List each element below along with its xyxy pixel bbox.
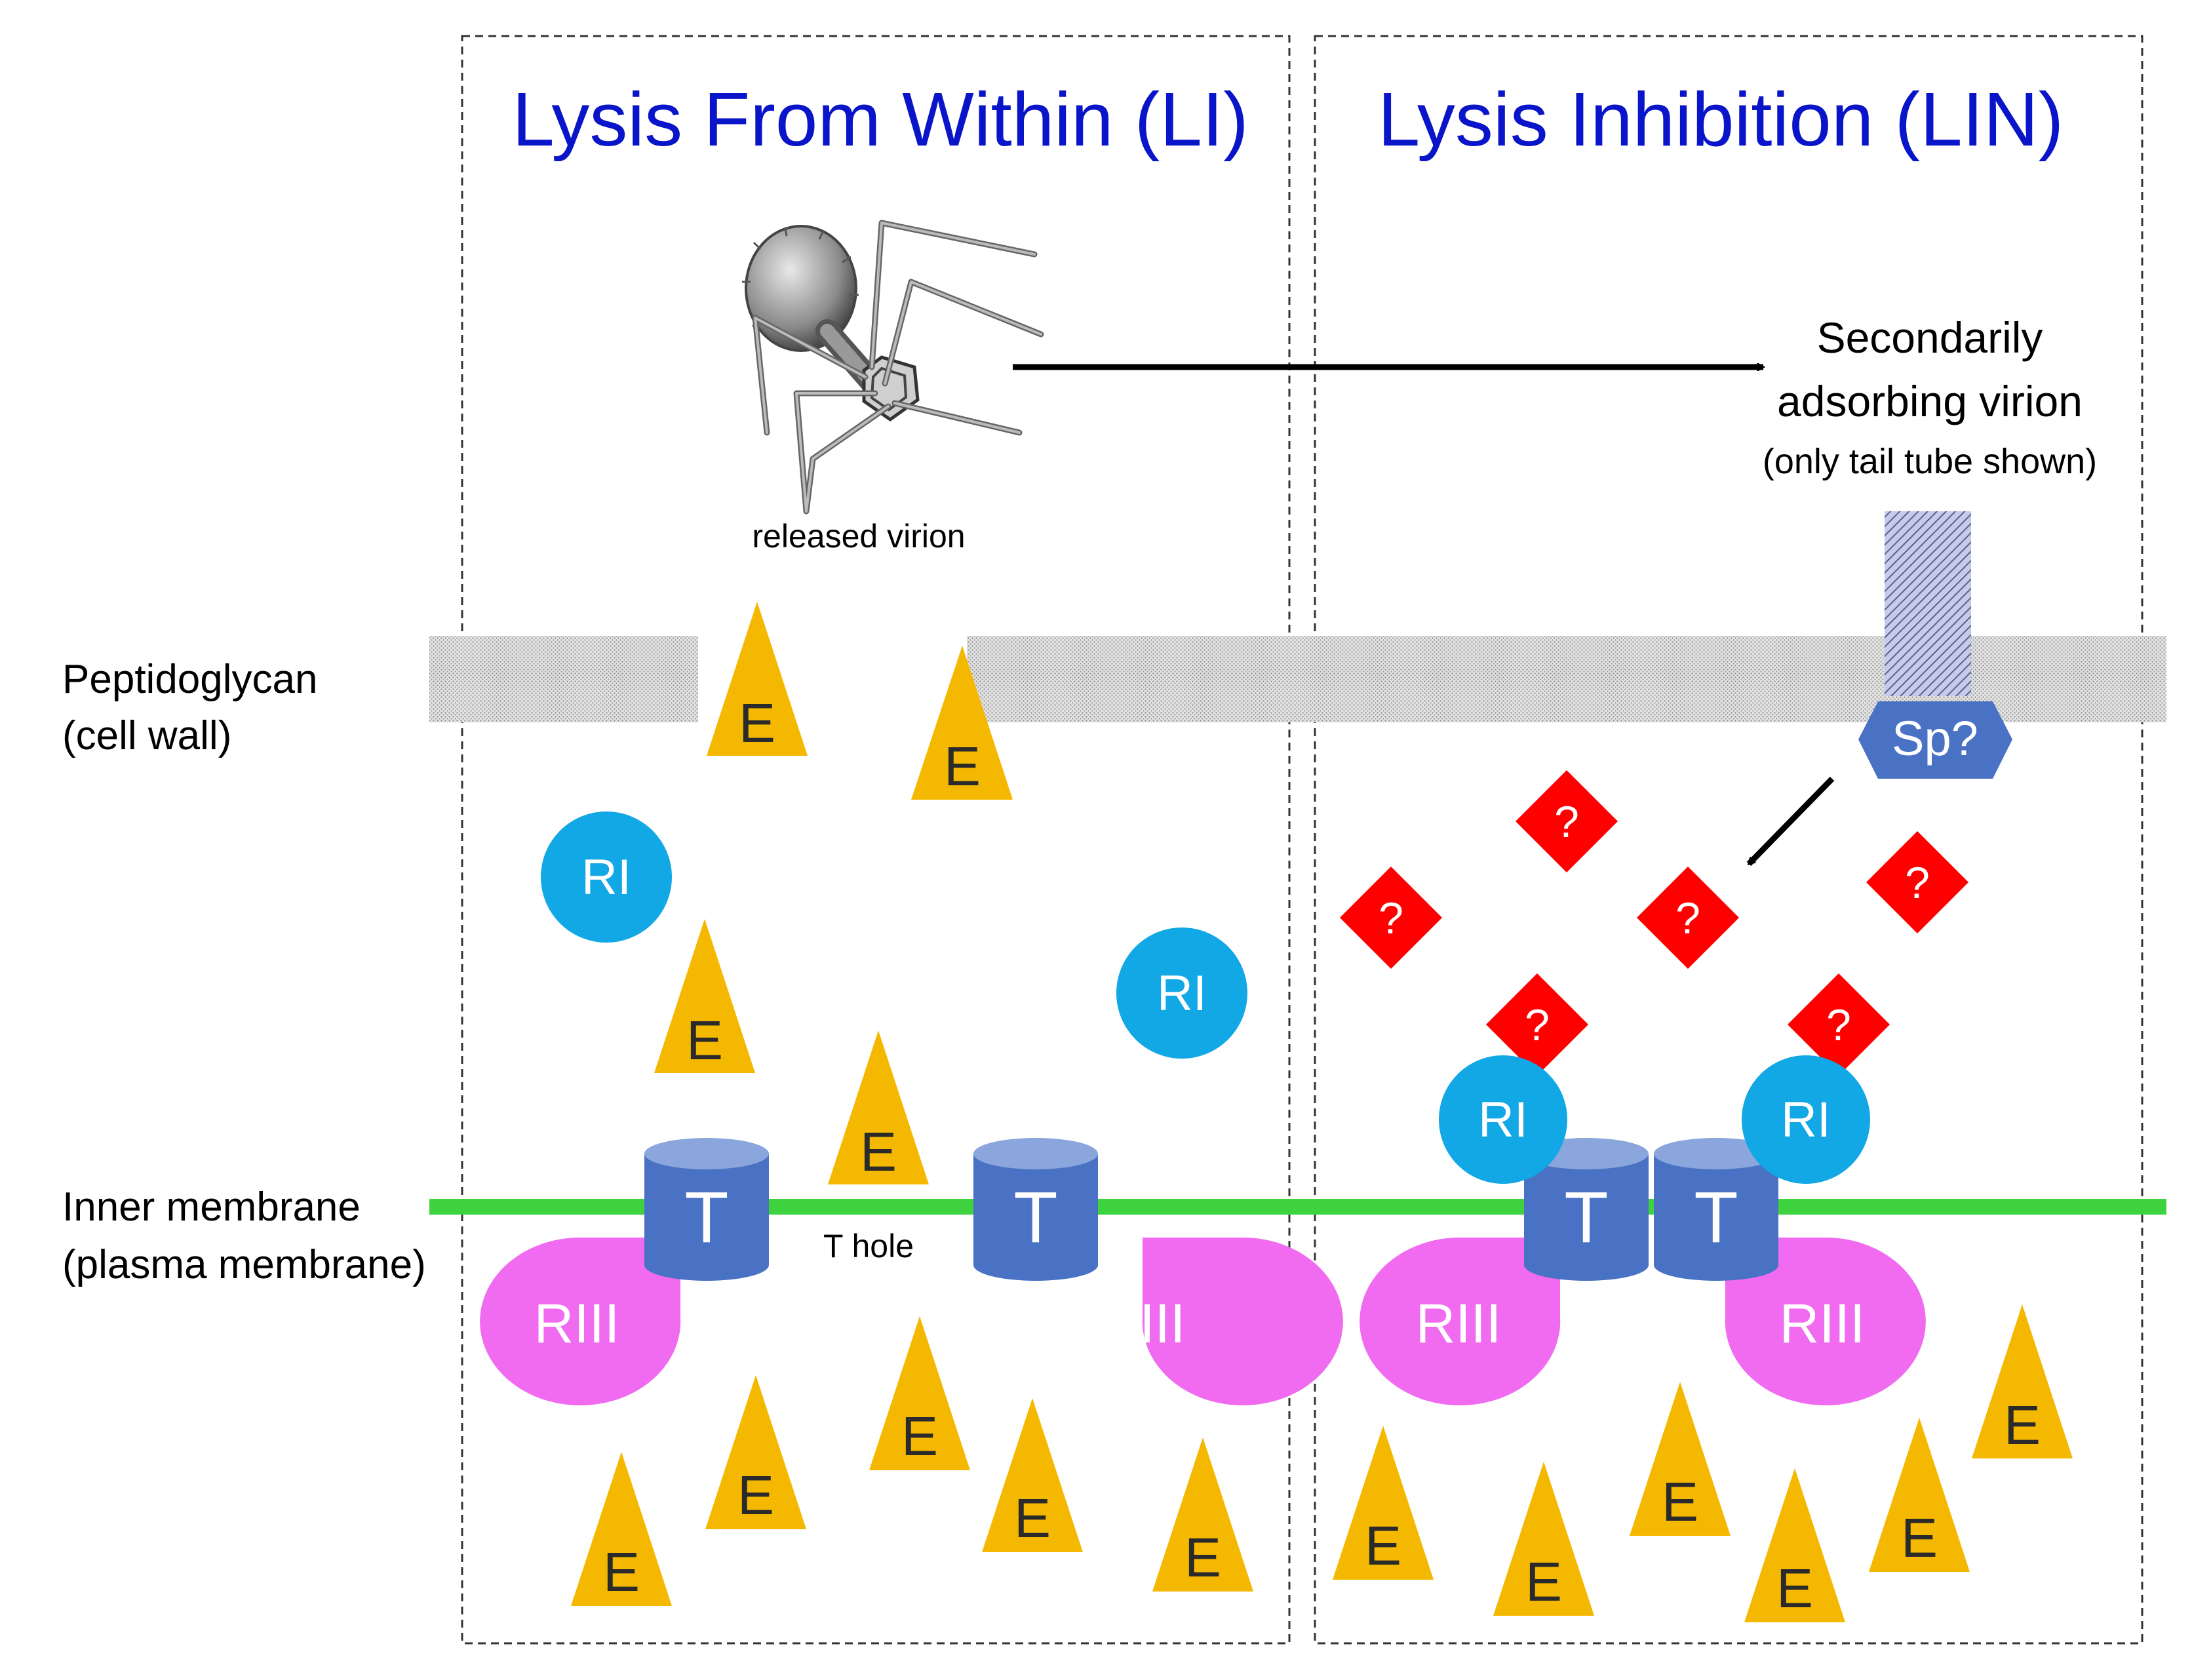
holin-label: T	[1013, 1177, 1057, 1258]
right-panel-title: Lysis Inhibition (LIN)	[1378, 77, 2064, 162]
endolysin-right-1: E	[1972, 1304, 2073, 1458]
endolysin-label: E	[739, 692, 775, 754]
holin-label: T	[1564, 1177, 1608, 1258]
endolysin-label: E	[1184, 1527, 1221, 1588]
endolysin-label: E	[1014, 1487, 1051, 1549]
unknown-signal-4: ?	[1866, 831, 1968, 933]
endolysin-label: E	[1662, 1471, 1698, 1533]
endolysin-left-7: E	[982, 1398, 1083, 1552]
riii-antiholin-left-1: RIII	[480, 1238, 681, 1405]
unknown-signal-5: ?	[1486, 973, 1588, 1076]
endolysin-left-2: E	[911, 646, 1013, 800]
riii-label: RIII	[1100, 1293, 1186, 1354]
holin-label: T	[1694, 1177, 1738, 1258]
riii-antiholin-right-1: RIII	[1360, 1238, 1561, 1405]
endolysin-left-9: E	[1152, 1437, 1253, 1592]
endolysin-label: E	[1901, 1507, 1938, 1569]
endolysin-label: E	[1365, 1515, 1401, 1576]
endolysin-label: E	[1525, 1551, 1562, 1612]
endolysin-label: E	[1776, 1557, 1813, 1619]
cell-wall-label: (cell wall)	[62, 713, 231, 758]
ri-antiholin-left-2: RI	[1116, 928, 1247, 1059]
t-hole-label: T hole	[823, 1228, 914, 1264]
endolysin-label: E	[2004, 1394, 2041, 1456]
endolysin-right-3: E	[1869, 1418, 1970, 1572]
ri-antiholin-right-2: RI	[1742, 1055, 1870, 1184]
ri-antiholin-right-1: RI	[1439, 1055, 1567, 1184]
left-panel-title: Lysis From Within (LI)	[512, 77, 1249, 162]
endolysin-right-4: E	[1333, 1426, 1434, 1580]
unknown-signal-label: ?	[1675, 893, 1700, 943]
plasma-membrane-label: (plasma membrane)	[62, 1242, 426, 1287]
endolysin-left-3: E	[654, 919, 755, 1073]
ri-label: RI	[1478, 1092, 1528, 1148]
peptidoglycan-label: Peptidoglycan	[62, 657, 318, 702]
unknown-signal-label: ?	[1826, 1000, 1851, 1050]
endolysin-label: E	[860, 1121, 897, 1182]
endolysin-left-5: E	[869, 1316, 970, 1470]
cell-wall-left	[429, 636, 698, 722]
endolysin-left-4: E	[828, 1030, 929, 1184]
endolysin-label: E	[944, 735, 981, 797]
unknown-signal-1: ?	[1516, 770, 1618, 872]
endolysin-left-8: E	[571, 1452, 672, 1606]
left-panel-frame	[461, 35, 1291, 1645]
unknown-signal-6: ?	[1788, 973, 1890, 1076]
sp-label: Sp?	[1892, 711, 1978, 766]
endolysin-label: E	[737, 1464, 774, 1526]
endolysin-right-2: E	[1630, 1382, 1731, 1536]
released-virion-label: released virion	[752, 518, 965, 555]
unknown-signal-label: ?	[1554, 797, 1579, 847]
holin-right-2: T	[1654, 1138, 1778, 1281]
endolysin-label: E	[603, 1541, 640, 1603]
sp-signal-hexagon: Sp?	[1858, 701, 2012, 779]
ri-antiholin-left-1: RI	[541, 811, 672, 943]
ri-label: RI	[1781, 1092, 1831, 1148]
unknown-signal-label: ?	[1905, 858, 1930, 908]
holin-left-1: T	[644, 1138, 769, 1281]
unknown-signal-2: ?	[1340, 867, 1442, 969]
secondary-virion-label-1: Secondarily	[1817, 313, 2043, 362]
endolysin-label: E	[686, 1009, 723, 1071]
signal-arrow	[1746, 776, 1835, 867]
unknown-signal-label: ?	[1525, 1000, 1550, 1050]
endolysin-right-6: E	[1744, 1468, 1845, 1622]
riii-antiholin-right-2: RIII	[1725, 1238, 1926, 1405]
riii-antiholin-left-2: RIII	[1100, 1238, 1343, 1405]
ri-label: RI	[581, 850, 631, 905]
riii-label: RIII	[1416, 1293, 1502, 1354]
ri-label: RI	[1157, 966, 1207, 1021]
released-virion-icon	[742, 220, 1044, 515]
endolysin-left-6: E	[705, 1375, 806, 1529]
secondary-virion-label-2: adsorbing virion	[1777, 377, 2083, 425]
secondary-virion-label-3: (only tail tube shown)	[1763, 442, 2097, 481]
endolysin-left-1: E	[707, 602, 808, 756]
riii-label: RIII	[1780, 1293, 1866, 1354]
holin-label: T	[684, 1177, 728, 1258]
unknown-signal-label: ?	[1379, 893, 1403, 943]
riii-label: RIII	[534, 1293, 620, 1354]
inner-membrane-label: Inner membrane	[62, 1184, 361, 1230]
endolysin-right-5: E	[1493, 1462, 1594, 1616]
holin-left-2: T	[973, 1138, 1098, 1281]
tail-tube	[1885, 511, 1971, 696]
right-panel-frame	[1314, 35, 2143, 1645]
endolysin-label: E	[901, 1405, 938, 1467]
unknown-signal-3: ?	[1637, 867, 1739, 969]
